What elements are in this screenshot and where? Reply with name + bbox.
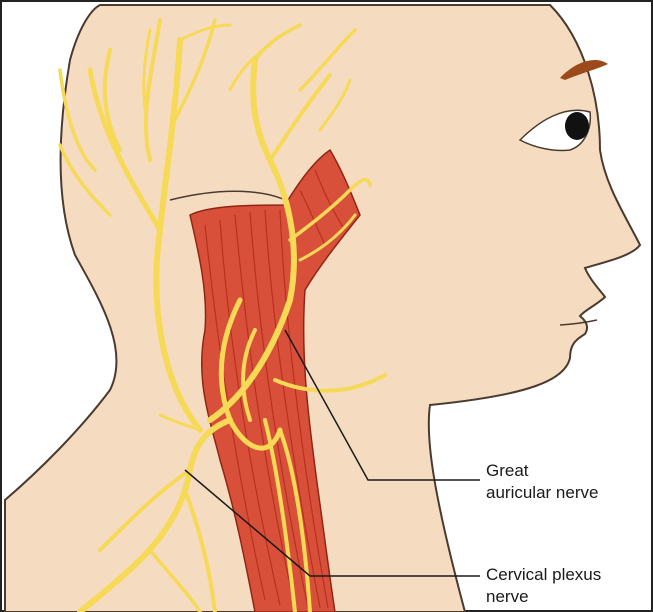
cervical-plexus-label-line1: Cervical plexus xyxy=(486,565,601,584)
eye-pupil xyxy=(565,112,589,140)
great-auricular-label-line1: Great xyxy=(486,461,529,480)
great-auricular-label: Great auricular nerve xyxy=(486,461,598,502)
great-auricular-label-line2: auricular nerve xyxy=(486,483,598,502)
cervical-plexus-label: Cervical plexus nerve xyxy=(486,565,606,606)
cervical-plexus-label-line2: nerve xyxy=(486,587,529,606)
